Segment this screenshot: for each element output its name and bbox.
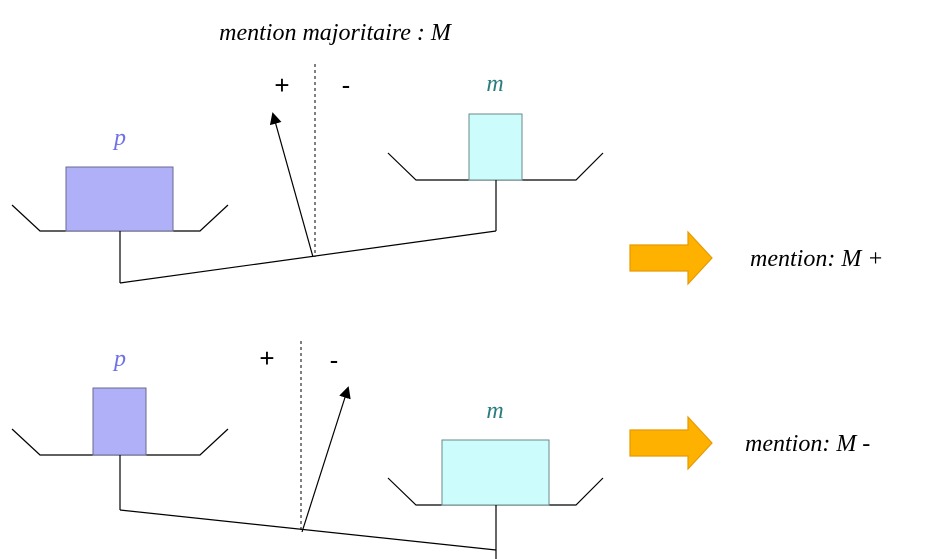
result-label-bottom: mention: M - <box>745 431 870 457</box>
needle-arrow <box>269 112 314 258</box>
minus-label: - <box>342 70 351 100</box>
bottom-scale: p m + - <box>11 341 604 559</box>
beam <box>119 509 497 551</box>
top-scale: p m + - <box>11 64 604 284</box>
m-weight-box <box>468 113 523 181</box>
needle-arrow <box>301 386 351 533</box>
p-weight-box <box>92 387 147 456</box>
orange-arrow-icon <box>629 415 713 471</box>
result-label-top: mention: M + <box>750 246 884 272</box>
p-weight-box <box>65 166 174 232</box>
p-label: p <box>112 125 126 151</box>
p-label: p <box>112 346 126 372</box>
m-label: m <box>486 71 503 97</box>
plus-label: + <box>274 70 289 100</box>
diagram-title: mention majoritaire : M <box>219 20 453 46</box>
plus-label: + <box>259 343 274 373</box>
result-arrow-top <box>629 230 713 286</box>
m-label: m <box>486 398 503 424</box>
m-weight-box <box>441 439 550 506</box>
minus-label: - <box>330 345 339 375</box>
orange-arrow-icon <box>629 230 713 286</box>
beam <box>119 230 497 284</box>
result-arrow-bottom <box>629 415 713 471</box>
